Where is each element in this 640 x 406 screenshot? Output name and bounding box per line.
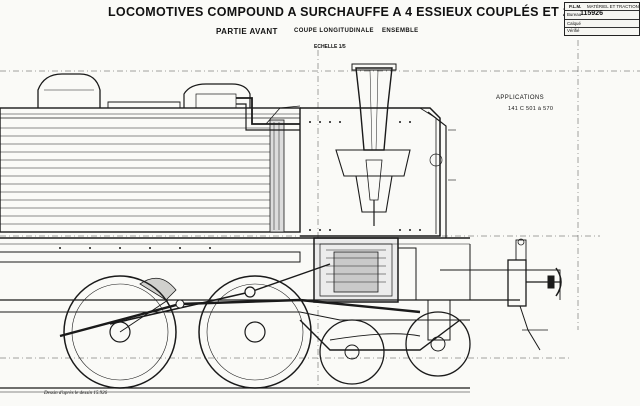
chimney [335,63,411,226]
driving-wheels [63,275,312,389]
stamp-calque-label: Calqué [567,21,581,26]
bogie-wheels [299,299,471,385]
connecting-rods [59,263,421,338]
subtitle-coupe: COUPE LONGITUDINALE [294,28,374,34]
buffer-beam [507,238,562,351]
boiler-dome [37,73,301,131]
dimension-lines [0,40,640,385]
stamp-number: 115926 [580,10,603,17]
boiler-tubes [0,127,280,225]
stamp-line1: P.L.M. [569,4,582,9]
rail [0,387,470,393]
subtitle-ensemble: ENSEMBLE [382,28,419,34]
drawing-footnote: Dessin d'après le dessin 15.926 [44,391,108,396]
stamp-line2: MATÉRIEL ET TRACTION [587,4,639,9]
stamp-bureau-label: Bureau [567,12,582,17]
rivet-rows [59,121,421,249]
applications-value: 141 C 501 à 570 [508,106,554,112]
smokebox [300,107,456,238]
cylinder-block [313,237,417,303]
title-block-stamp: P.L.M. MATÉRIEL ET TRACTION Bureau 11592… [564,2,640,36]
scale-label: ECHELLE 1/5 [314,44,346,50]
stamp-verifie-label: Vérifié [567,28,580,33]
drawing-title: LOCOMOTIVES COMPOUND A SURCHAUFFE A 4 ES… [108,5,630,19]
frames [0,237,561,321]
boiler-barrel [0,107,301,233]
applications-label: APPLICATIONS [496,95,545,101]
subtitle-partie-avant: PARTIE AVANT [216,27,278,36]
